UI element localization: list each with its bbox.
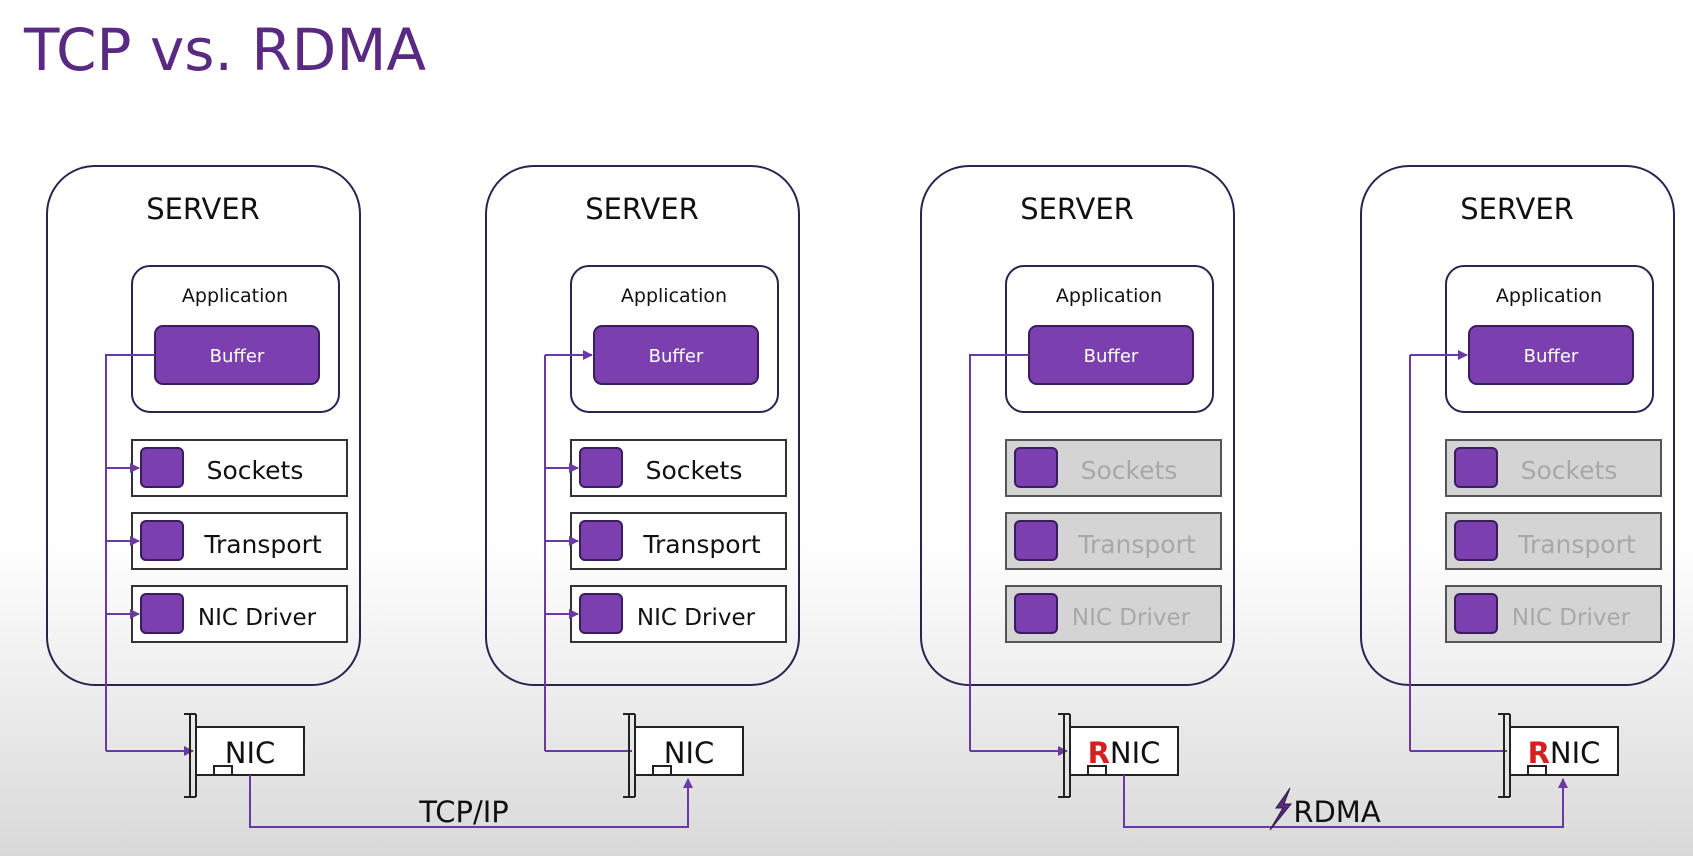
buffer-label: Buffer (649, 346, 704, 367)
server-outline (485, 165, 800, 686)
rnic-suffix: NIC (1110, 736, 1161, 770)
nic-card-icon (623, 713, 744, 798)
server-outline (1360, 165, 1675, 686)
rnic-card-icon (1498, 713, 1619, 798)
data-path (105, 354, 155, 751)
server-4: SERVER Application Buffer Sockets Transp… (1360, 165, 1675, 798)
nic-driver-label: NIC Driver (1072, 605, 1191, 631)
transport-label: Transport (203, 530, 322, 559)
nic-driver-label: NIC Driver (198, 605, 317, 631)
tcp-link-label: TCP/IP (418, 795, 509, 829)
application-label: Application (1056, 285, 1162, 307)
page-title: TCP vs. RDMA (24, 16, 427, 84)
rnic-prefix: R (1088, 736, 1110, 770)
buffer-label: Buffer (1084, 346, 1139, 367)
transport-layer-square (579, 520, 623, 561)
nic-driver-label: NIC Driver (1512, 605, 1631, 631)
server-outline (46, 165, 361, 686)
sockets-label: Sockets (207, 456, 304, 485)
transport-layer-square (140, 520, 184, 561)
rnic-label: RNIC (1088, 736, 1161, 770)
transport-label: Transport (1077, 530, 1196, 559)
sockets-layer-square (1454, 447, 1498, 488)
rdma-link: RDMA (1123, 775, 1568, 831)
buffer-box (1468, 325, 1634, 385)
server-2: SERVER Application Buffer Sockets Transp… (485, 165, 800, 798)
server-label: SERVER (1460, 192, 1574, 226)
data-path (969, 354, 1029, 751)
rnic-prefix: R (1528, 736, 1550, 770)
sockets-label: Sockets (646, 456, 743, 485)
transport-layer-square (1454, 520, 1498, 561)
sockets-label: Sockets (1081, 456, 1178, 485)
buffer-label: Buffer (210, 346, 265, 367)
nic-suffix: NIC (225, 736, 276, 770)
rdma-link-label: RDMA (1293, 795, 1381, 829)
buffer-label: Buffer (1524, 346, 1579, 367)
rnic-label: RNIC (1528, 736, 1601, 770)
rnic-card-icon (1058, 713, 1179, 798)
server-label: SERVER (585, 192, 699, 226)
tcp-link-line (249, 775, 693, 828)
transport-label: Transport (642, 530, 761, 559)
lightning-bolt-icon (1269, 787, 1293, 831)
server-label: SERVER (1020, 192, 1134, 226)
nic-label: NIC (664, 736, 715, 770)
nic-suffix: NIC (664, 736, 715, 770)
transport-layer-square (1014, 520, 1058, 561)
nic-driver-layer-square (579, 593, 623, 634)
rdma-link-line (1123, 775, 1568, 828)
transport-label: Transport (1517, 530, 1636, 559)
application-label: Application (182, 285, 288, 307)
buffer-box (593, 325, 759, 385)
nic-driver-layer-square (140, 593, 184, 634)
sockets-label: Sockets (1521, 456, 1618, 485)
nic-driver-label: NIC Driver (637, 605, 756, 631)
sockets-layer-square (1014, 447, 1058, 488)
nic-card-icon (184, 713, 305, 798)
application-label: Application (621, 285, 727, 307)
application-label: Application (1496, 285, 1602, 307)
nic-driver-layer-square (1014, 593, 1058, 634)
server-outline (920, 165, 1235, 686)
nic-label: NIC (225, 736, 276, 770)
sockets-layer-square (140, 447, 184, 488)
tcp-link: TCP/IP (249, 775, 693, 829)
sockets-layer-square (579, 447, 623, 488)
nic-driver-layer-square (1454, 593, 1498, 634)
server-3: SERVER Application Buffer Sockets Transp… (920, 165, 1235, 798)
server-1: SERVER Application Buffer Sockets Transp… (46, 165, 361, 798)
server-label: SERVER (146, 192, 260, 226)
rnic-suffix: NIC (1550, 736, 1601, 770)
